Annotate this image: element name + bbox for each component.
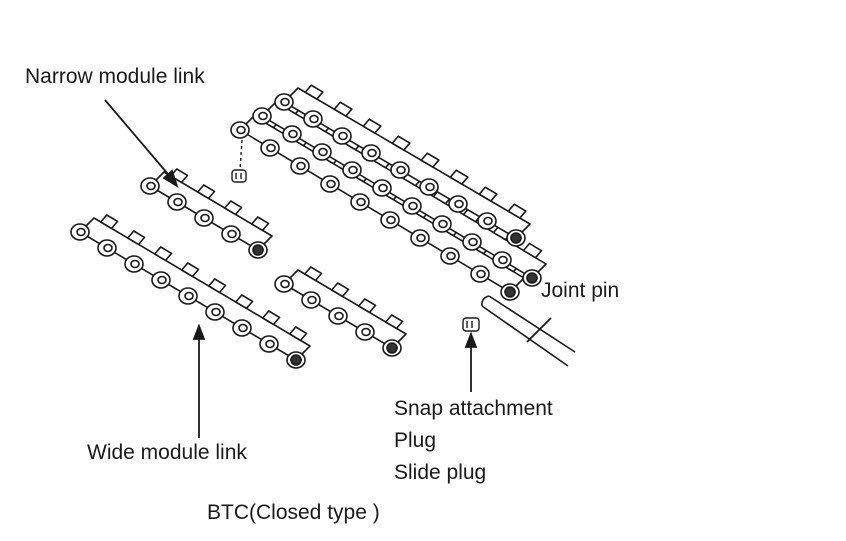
strip-tooth: [357, 298, 377, 314]
module-links: [70, 84, 547, 369]
strip-tooth: [234, 294, 254, 310]
strip-body: [283, 269, 407, 349]
strip-loop-hole: [103, 243, 113, 253]
strip-loop-hole: [280, 97, 290, 107]
strip-tooth: [261, 310, 281, 326]
strip-loop-hole: [454, 199, 464, 209]
strip-loop-hole: [184, 291, 194, 301]
strip-tooth: [99, 214, 119, 230]
strip-loop-hole: [425, 182, 435, 192]
leader-lines: [104, 99, 552, 438]
strip-loop-hole: [476, 269, 486, 279]
strip-body: [149, 171, 273, 251]
snap-attachment-label: Snap attachment: [394, 397, 553, 420]
main-assembly-row-2: [252, 98, 547, 287]
narrow-module-link-label: Narrow module link: [25, 65, 205, 88]
plug-label: Plug: [394, 429, 437, 452]
strip-loop-hole: [446, 251, 456, 261]
strip-tooth: [420, 152, 440, 168]
strip-body: [79, 217, 311, 361]
strip-end-cap: [386, 342, 398, 354]
strip-loop-hole: [157, 275, 167, 285]
strip-loop-hole: [227, 229, 237, 239]
strip-loop-hole: [130, 259, 140, 269]
strip-tooth: [449, 169, 469, 185]
strip-tooth: [333, 101, 353, 117]
joint-pin-label: Joint pin: [541, 279, 620, 302]
narrow-module-link-2: [274, 266, 407, 357]
strip-tooth: [304, 84, 324, 100]
strip-loop-hole: [416, 233, 426, 243]
strip-loop-hole: [309, 114, 319, 124]
strip-tooth: [153, 246, 173, 262]
strip-tooth: [250, 216, 270, 232]
strip-loop-hole: [296, 161, 306, 171]
strip-loop-hole: [348, 165, 358, 175]
strip-loop-hole: [266, 143, 276, 153]
strip-loop-hole: [288, 129, 298, 139]
strip-loop-hole: [280, 279, 290, 289]
strip-loop-hole: [258, 111, 268, 121]
strip-loop-hole: [76, 227, 86, 237]
strip-loop-hole: [334, 311, 344, 321]
strip-tooth: [522, 242, 543, 259]
strip-tooth: [126, 230, 146, 246]
strip-tooth: [507, 203, 527, 219]
strip-tooth: [288, 326, 308, 342]
strip-loop-hole: [386, 215, 396, 225]
strip-tooth: [169, 168, 189, 184]
plug-part-upper: [231, 139, 247, 183]
strip-loop-hole: [211, 307, 221, 317]
strip-tooth: [478, 186, 498, 202]
strip-tooth: [196, 184, 216, 200]
strip-loop-hole: [483, 216, 493, 226]
strip-tooth: [391, 135, 411, 151]
strip-end-cap: [526, 272, 538, 284]
strip-loop-hole: [438, 219, 448, 229]
strip-end-cap: [252, 244, 264, 256]
narrow-module-link: [140, 168, 273, 259]
strip-loop-hole: [468, 237, 478, 247]
strip-body: [283, 87, 531, 239]
strip-end-cap: [510, 232, 522, 244]
strip-loop-hole: [338, 131, 348, 141]
strip-tooth: [207, 278, 227, 294]
strip-loop-hole: [307, 295, 317, 305]
strip-loop-hole: [367, 148, 377, 158]
strip-tooth: [362, 118, 382, 134]
strip-tooth: [303, 266, 323, 282]
strip-tooth: [330, 282, 350, 298]
slide-plug-label: Slide plug: [394, 461, 487, 484]
wide-module-link: [70, 214, 311, 369]
snap-attachment-part: [462, 317, 480, 332]
strip-loop-hole: [238, 323, 248, 333]
main-assembly-row-3: [274, 84, 531, 247]
strip-tooth: [384, 314, 404, 330]
strip-loop-hole: [361, 327, 371, 337]
strip-end-cap: [290, 354, 302, 366]
strip-loop-hole: [265, 339, 275, 349]
strip-tooth: [180, 262, 200, 278]
strip-loop-hole: [356, 197, 366, 207]
strip-loop-hole: [498, 255, 508, 265]
strip-end-cap: [504, 286, 516, 298]
strip-loop-hole: [396, 165, 406, 175]
strip-loop-hole: [408, 201, 418, 211]
joint-pin: [481, 295, 576, 367]
strip-loop-hole: [236, 125, 246, 135]
wide-module-link-label: Wide module link: [87, 441, 247, 464]
strip-loop-hole: [173, 197, 183, 207]
strip-tooth: [223, 200, 243, 216]
figure-caption: BTC(Closed type ): [207, 501, 380, 524]
strip-loop-hole: [326, 179, 336, 189]
strip-loop-hole: [318, 147, 328, 157]
strip-loop-hole: [378, 183, 388, 193]
strip-loop-hole: [200, 213, 210, 223]
strip-loop-hole: [146, 181, 156, 191]
